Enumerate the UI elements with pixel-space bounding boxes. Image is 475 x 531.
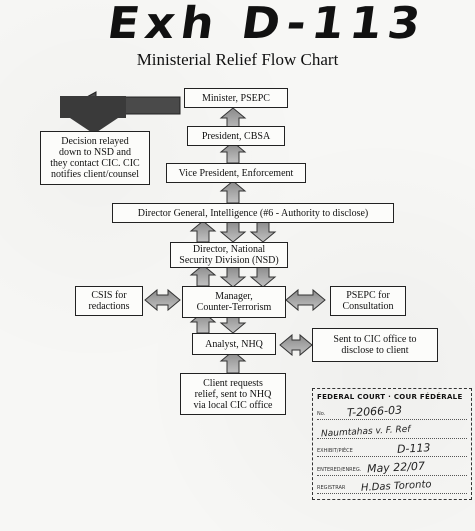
arrow-director-to-dg [189, 220, 217, 243]
node-cic-office: Sent to CIC office to disclose to client [312, 328, 438, 362]
stamp-row-label: ENTERED/ENREG. [317, 467, 362, 473]
arrow-analyst-cic [279, 333, 313, 357]
arrow-director-to-manager [219, 265, 247, 288]
node-minister: Minister, PSEPC [184, 88, 288, 108]
stamp-row: REGISTRAR H.Das Toronto [317, 477, 467, 494]
node-client-request: Client requests relief, sent to NHQ via … [180, 373, 286, 415]
decision-arrow-shaft [60, 96, 126, 118]
node-vp: Vice President, Enforcement [166, 163, 306, 183]
arrow-manager-psepc [285, 288, 326, 312]
stamp-row-label: No. [317, 411, 326, 417]
arrow-csis-manager [144, 288, 181, 312]
stamp-row-value: May 22/07 [366, 459, 426, 476]
stamp-row: Naumtahas v. F. Ref [317, 422, 467, 439]
stamp-row-value: D-113 [396, 441, 431, 456]
stamp-row-value: T-2066-03 [346, 403, 403, 420]
node-president: President, CBSA [187, 126, 285, 146]
stamp-heading: FEDERAL COURT · COUR FÉDÉRALE [317, 393, 463, 401]
stamp-row: ENTERED/ENREG. May 22/07 [317, 459, 467, 476]
stamp-row-label: EXHIBIT/PIÈCE [317, 448, 353, 454]
node-analyst: Analyst, NHQ [192, 333, 276, 355]
arrow-dg-to-vp [219, 180, 247, 204]
arrow-dg-to-director [219, 220, 247, 243]
decision-arrow-head [70, 118, 118, 134]
node-manager: Manager, Counter-Terrorism [182, 286, 286, 318]
court-stamp: FEDERAL COURT · COUR FÉDÉRALE No. T-2066… [312, 388, 472, 500]
arrow-director-down-right [249, 220, 277, 243]
arrow-client-to-analyst [219, 350, 247, 374]
node-csis: CSIS for redactions [75, 286, 143, 316]
arrow-manager-to-director [189, 264, 217, 287]
node-director: Director, National Security Division (NS… [170, 242, 288, 268]
stamp-row-value: Naumtahas v. F. Ref [320, 424, 411, 440]
stamp-row-label: REGISTRAR [317, 485, 346, 491]
node-psepc-consultation: PSEPC for Consultation [330, 286, 406, 316]
node-director-general: Director General, Intelligence (#6 - Aut… [112, 203, 394, 223]
node-decision: Decision relayed down to NSD and they co… [40, 131, 150, 185]
stamp-row: EXHIBIT/PIÈCE D-113 [317, 440, 467, 457]
arrow-manager-down-right [249, 265, 277, 288]
page-title: Ministerial Relief Flow Chart [136, 50, 339, 69]
arrow-vp-to-president [219, 141, 247, 164]
stamp-row-value: H.Das Toronto [360, 479, 432, 494]
stamp-row: No. T-2066-03 [317, 403, 467, 420]
